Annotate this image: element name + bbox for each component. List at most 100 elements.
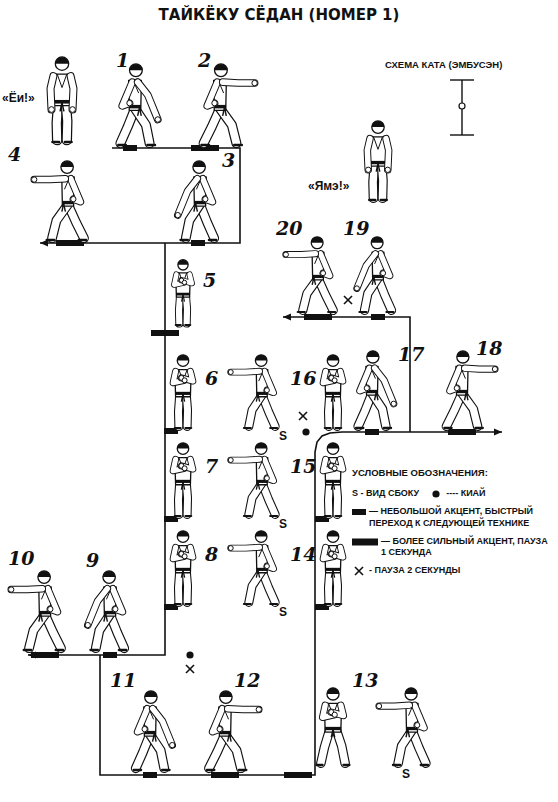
- karateka-figure-part: [135, 109, 150, 144]
- karateka-figure: [174, 260, 192, 325]
- karateka-figure-part: [454, 386, 459, 391]
- karateka-figure-part: [466, 392, 468, 400]
- karateka-figure-part: [381, 199, 387, 201]
- karateka-figure-part: [327, 531, 339, 543]
- karateka-figure-part: [364, 278, 378, 310]
- karateka-figure-part: [264, 547, 273, 568]
- accent-bar: [31, 145, 476, 778]
- karateka-figure-part: [213, 709, 223, 732]
- karateka-figure-part: [56, 649, 63, 651]
- karateka-figure-part: [178, 179, 198, 215]
- karateka-figure-part: [336, 483, 337, 514]
- karateka-figure-part: [264, 476, 269, 481]
- karateka-figure-part: [327, 688, 339, 700]
- karateka-figure-part: [32, 177, 37, 182]
- karateka-figure-part: [332, 466, 337, 471]
- karateka-figure-part: [153, 709, 173, 745]
- karateka-figure-part: [228, 705, 259, 713]
- karateka-figure-part: [180, 239, 187, 241]
- accent-bar-part: [143, 772, 157, 778]
- karateka-figure-part: [34, 176, 65, 182]
- karateka-figure: [354, 237, 393, 312]
- karateka-figure-part: [71, 179, 81, 202]
- karateka-figure-part: [62, 103, 64, 112]
- karateka-figure-part: [492, 366, 497, 371]
- karateka-figure-part: [231, 368, 260, 376]
- accent-bar-part: [151, 330, 179, 336]
- legend-entry: ---- КИАЙ: [429, 488, 485, 499]
- karateka-figure-part: [147, 144, 155, 146]
- karateka-figure-part: [327, 355, 339, 367]
- karateka-figure-part: [328, 571, 329, 602]
- karateka-figure-part: [367, 351, 379, 363]
- karateka-figure-part: [178, 260, 188, 265]
- karateka-figure-part: [186, 296, 187, 324]
- karateka-figure-part: [47, 239, 54, 241]
- karateka-figure-part: [318, 278, 333, 310]
- karateka-figure-part: [48, 606, 53, 611]
- karateka-figure-part: [376, 703, 381, 708]
- karateka-figure: [317, 688, 350, 765]
- karateka-figure-part: [249, 571, 262, 602]
- karateka-figure-part: [372, 121, 384, 133]
- accent-bar-part: [31, 652, 59, 658]
- karateka-figure-part: [385, 167, 390, 172]
- karateka-figure: [366, 121, 391, 200]
- karateka-figure-part: [34, 175, 65, 183]
- karateka-figure-part: [343, 764, 349, 766]
- karateka-figure-part: [270, 515, 277, 517]
- karateka-figure-part: [177, 531, 189, 537]
- karateka-figure-part: [182, 280, 186, 284]
- karateka-figure-part: [57, 104, 58, 140]
- karateka-figure-part: [150, 734, 164, 768]
- embusen-line-part: [28, 243, 165, 655]
- karateka-figure-part: [204, 109, 220, 144]
- karateka-figure-part: [203, 179, 213, 202]
- karateka-figure-part: [113, 589, 123, 612]
- karateka-figure-part: [264, 547, 273, 568]
- karateka-figure-part: [258, 394, 260, 401]
- karateka-figure-part: [244, 427, 251, 429]
- karateka-figure-part: [138, 709, 148, 732]
- karateka-figure-part: [106, 614, 108, 622]
- karateka-figure-part: [372, 393, 386, 426]
- karateka-figure: [323, 531, 343, 604]
- side-view-mark: S: [402, 768, 410, 781]
- karateka-figure-part: [360, 368, 370, 391]
- callout-number: 3: [222, 150, 235, 171]
- karateka-figure: [32, 161, 87, 240]
- karateka-figure-part: [372, 121, 384, 127]
- karateka-figure-part: [201, 144, 209, 146]
- karateka-figure: [283, 237, 335, 312]
- karateka-figure-part: [155, 117, 160, 122]
- callout-number: 1: [116, 50, 129, 71]
- legend-swatch: [352, 507, 366, 517]
- embusen-scheme-part: [459, 103, 465, 109]
- karateka-figure-part: [145, 691, 157, 703]
- callout-number: 10: [8, 548, 34, 569]
- karateka-figure-part: [372, 393, 386, 426]
- karateka-figure-part: [384, 427, 391, 429]
- karateka-figure-part: [55, 57, 68, 64]
- karateka-figure-part: [68, 204, 84, 238]
- note-text: СХЕМА КАТА (ЭМБУСЭН): [385, 60, 502, 70]
- karateka-figure-part: [371, 237, 383, 243]
- karateka-figure-part: [465, 366, 495, 372]
- karateka-figure-part: [207, 82, 217, 106]
- karateka-figure: [228, 443, 277, 516]
- karateka-figure-part: [215, 64, 228, 77]
- side-view-mark: S: [279, 606, 287, 619]
- karateka-figure-part: [51, 76, 54, 109]
- karateka-figure-part: [457, 351, 469, 357]
- karateka-figure: [356, 351, 396, 428]
- karateka-figure-part: [176, 324, 181, 326]
- karateka-figure-part: [66, 104, 67, 140]
- karateka-figure-part: [391, 401, 396, 406]
- karateka-figure-part: [333, 729, 335, 737]
- callout-number: 20: [276, 218, 302, 239]
- karateka-figure-part: [48, 589, 58, 612]
- karateka-figure-part: [364, 386, 369, 391]
- karateka-figure-part: [122, 82, 132, 106]
- karateka-figure-part: [71, 179, 81, 202]
- callout-number: 19: [343, 218, 369, 239]
